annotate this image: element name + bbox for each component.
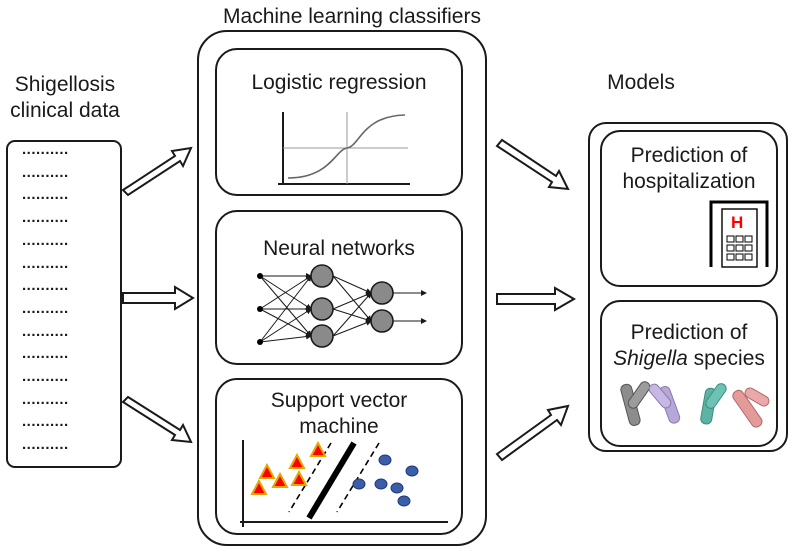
- svm-triangle-point: [271, 471, 289, 488]
- clinical-data-row: ..........: [22, 345, 69, 363]
- clinical-data-row: ..........: [22, 299, 69, 317]
- clinical-data-row: ..........: [22, 209, 69, 227]
- svm-circle-point: [378, 454, 392, 466]
- nn-hidden-node: [310, 324, 334, 348]
- nn-hidden-node: [310, 264, 334, 288]
- sigmoid-plot: [278, 112, 410, 185]
- nn-input-node: [257, 306, 263, 312]
- nn-hidden-node: [310, 297, 334, 321]
- nn-edge: [259, 275, 312, 343]
- hospital-window: [726, 244, 735, 252]
- clinical-data-row: ..........: [22, 436, 69, 454]
- bacterium-grey: [620, 381, 651, 426]
- svm-circle-point: [390, 482, 404, 494]
- clinical-data-row: ..........: [22, 277, 69, 295]
- arrow-svm-to-models: [495, 404, 570, 462]
- svm-triangle-point: [288, 452, 306, 469]
- svm-triangle-point: [290, 469, 308, 486]
- nn-output-node: [370, 309, 394, 333]
- bacteria-illustration: [620, 381, 770, 428]
- svm-triangle-point: [309, 440, 327, 457]
- svm-triangle-point: [250, 478, 268, 495]
- hospital-window: [735, 244, 744, 252]
- clinical-data-row: ..........: [22, 390, 69, 408]
- clinical-data-row: ..........: [22, 254, 69, 272]
- species-label-line2: Shigella species: [600, 346, 778, 372]
- nn-output-node: [370, 281, 394, 305]
- nn-edge: [259, 308, 312, 343]
- hospital-window: [744, 253, 753, 261]
- nn-edge: [259, 275, 312, 337]
- models-title: Models: [607, 71, 675, 94]
- svm-circle-point: [405, 465, 419, 477]
- arrow-neural-to-models: [496, 286, 576, 312]
- svm-plot: [240, 440, 448, 527]
- nn-edge: [259, 275, 312, 310]
- arrow-input-to-logistic: [121, 146, 193, 197]
- svm-class-a: [250, 440, 327, 495]
- nn-edge: [259, 333, 312, 343]
- clinical-data-row: ..........: [22, 322, 69, 340]
- neural-networks-box: [215, 210, 463, 365]
- arrow-logistic-to-models: [495, 138, 570, 191]
- hospital-frame: [709, 200, 769, 267]
- clinical-data-box: ........................................…: [6, 140, 122, 468]
- hospital-windows: [726, 235, 753, 261]
- svm-box: [215, 378, 463, 535]
- species-word: species: [687, 347, 765, 370]
- clinical-data-row: ..........: [22, 368, 69, 385]
- bacterium-lavender: [648, 383, 681, 424]
- hospital-window: [726, 253, 735, 261]
- hospitalization-label-line1: Prediction of: [630, 144, 748, 167]
- logistic-regression-label: Logistic regression: [251, 71, 427, 94]
- nn-input-node: [257, 273, 263, 279]
- hospital-window: [726, 235, 735, 243]
- neural-network: [257, 264, 427, 348]
- nn-edge: [332, 292, 372, 310]
- clinical-data-row: ..........: [22, 413, 69, 431]
- clinical-data-row: ..........: [22, 231, 69, 249]
- arrow-input-to-neural: [122, 285, 195, 311]
- nn-input-node: [257, 339, 263, 345]
- nn-edge: [259, 308, 312, 337]
- species-genus: Shigella: [613, 347, 688, 370]
- svm-circle-point: [352, 478, 366, 490]
- bacterium-teal: [700, 383, 727, 425]
- hospital-window: [735, 235, 744, 243]
- svm-hyperplane: [306, 441, 357, 520]
- hospital-window: [744, 235, 753, 243]
- nn-edge: [332, 320, 372, 337]
- svm-circle-point: [374, 478, 388, 490]
- classifiers-title: Machine learning classifiers: [223, 5, 481, 28]
- svm-label-line2: machine: [299, 415, 379, 438]
- species-label-line1: Prediction of: [630, 321, 748, 344]
- input-title-line1: Shigellosis: [14, 73, 116, 96]
- svm-class-b: [352, 454, 419, 507]
- bacterium-pink: [732, 387, 770, 428]
- hospitalization-label-line2: hospitalization: [622, 170, 756, 193]
- svm-triangle-point: [258, 462, 276, 479]
- svm-label-line1: Support vector: [270, 389, 408, 412]
- hospital-window: [744, 244, 753, 252]
- arrow-input-to-svm: [121, 395, 193, 444]
- nn-edge: [332, 275, 372, 322]
- hospital-letter: H: [731, 213, 743, 232]
- hospital-window: [735, 253, 744, 261]
- svm-margin-right: [336, 442, 380, 513]
- clinical-data-row: ..........: [22, 186, 69, 204]
- sigmoid-curve: [287, 114, 406, 179]
- nn-edge: [332, 292, 372, 337]
- input-title-line2: clinical data: [10, 99, 120, 122]
- neural-networks-label: Neural networks: [263, 237, 415, 260]
- logistic-regression-box: [215, 48, 463, 196]
- hospital-icon: H: [709, 200, 769, 268]
- clinical-data-row: ..........: [22, 141, 69, 158]
- svm-circle-point: [397, 495, 411, 507]
- clinical-data-row: ..........: [22, 163, 69, 181]
- nn-edge: [332, 275, 372, 294]
